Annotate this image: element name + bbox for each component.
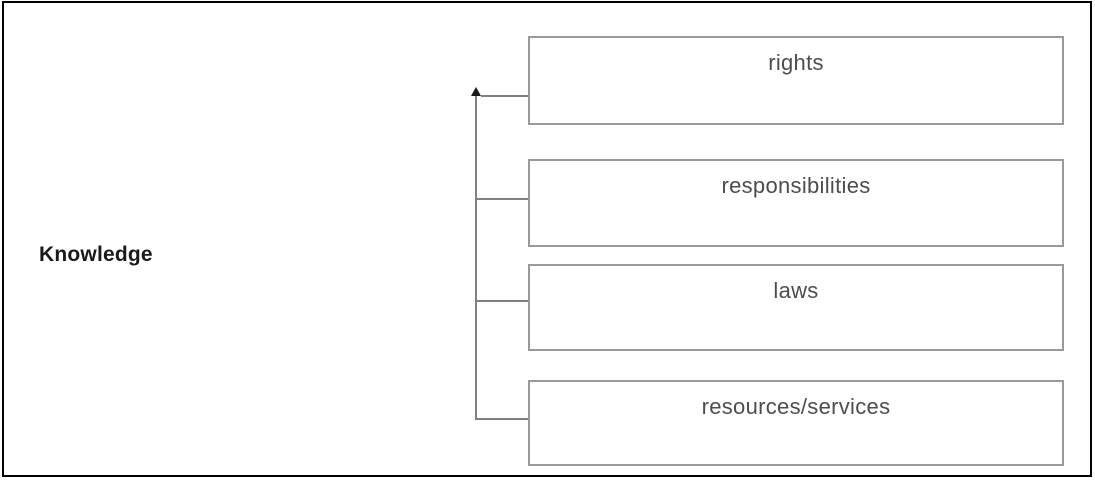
node-label-laws: laws (773, 278, 819, 303)
connector-trunk-line (475, 95, 477, 420)
arrow-up-icon (471, 87, 481, 96)
node-label-rights: rights (768, 50, 824, 75)
node-box-rights: rights (528, 36, 1064, 125)
node-box-resources-services: resources/services (528, 380, 1064, 466)
root-label-knowledge: Knowledge (39, 243, 153, 266)
node-label-resources-services: resources/services (701, 394, 891, 419)
connector-branch-rights (481, 95, 539, 97)
connector-branch-laws (475, 300, 528, 302)
connector-branch-resources-services (475, 418, 528, 420)
node-box-laws: laws (528, 264, 1064, 351)
node-label-responsibilities: responsibilities (721, 173, 871, 198)
connector-branch-responsibilities (475, 198, 528, 200)
node-box-responsibilities: responsibilities (528, 159, 1064, 247)
